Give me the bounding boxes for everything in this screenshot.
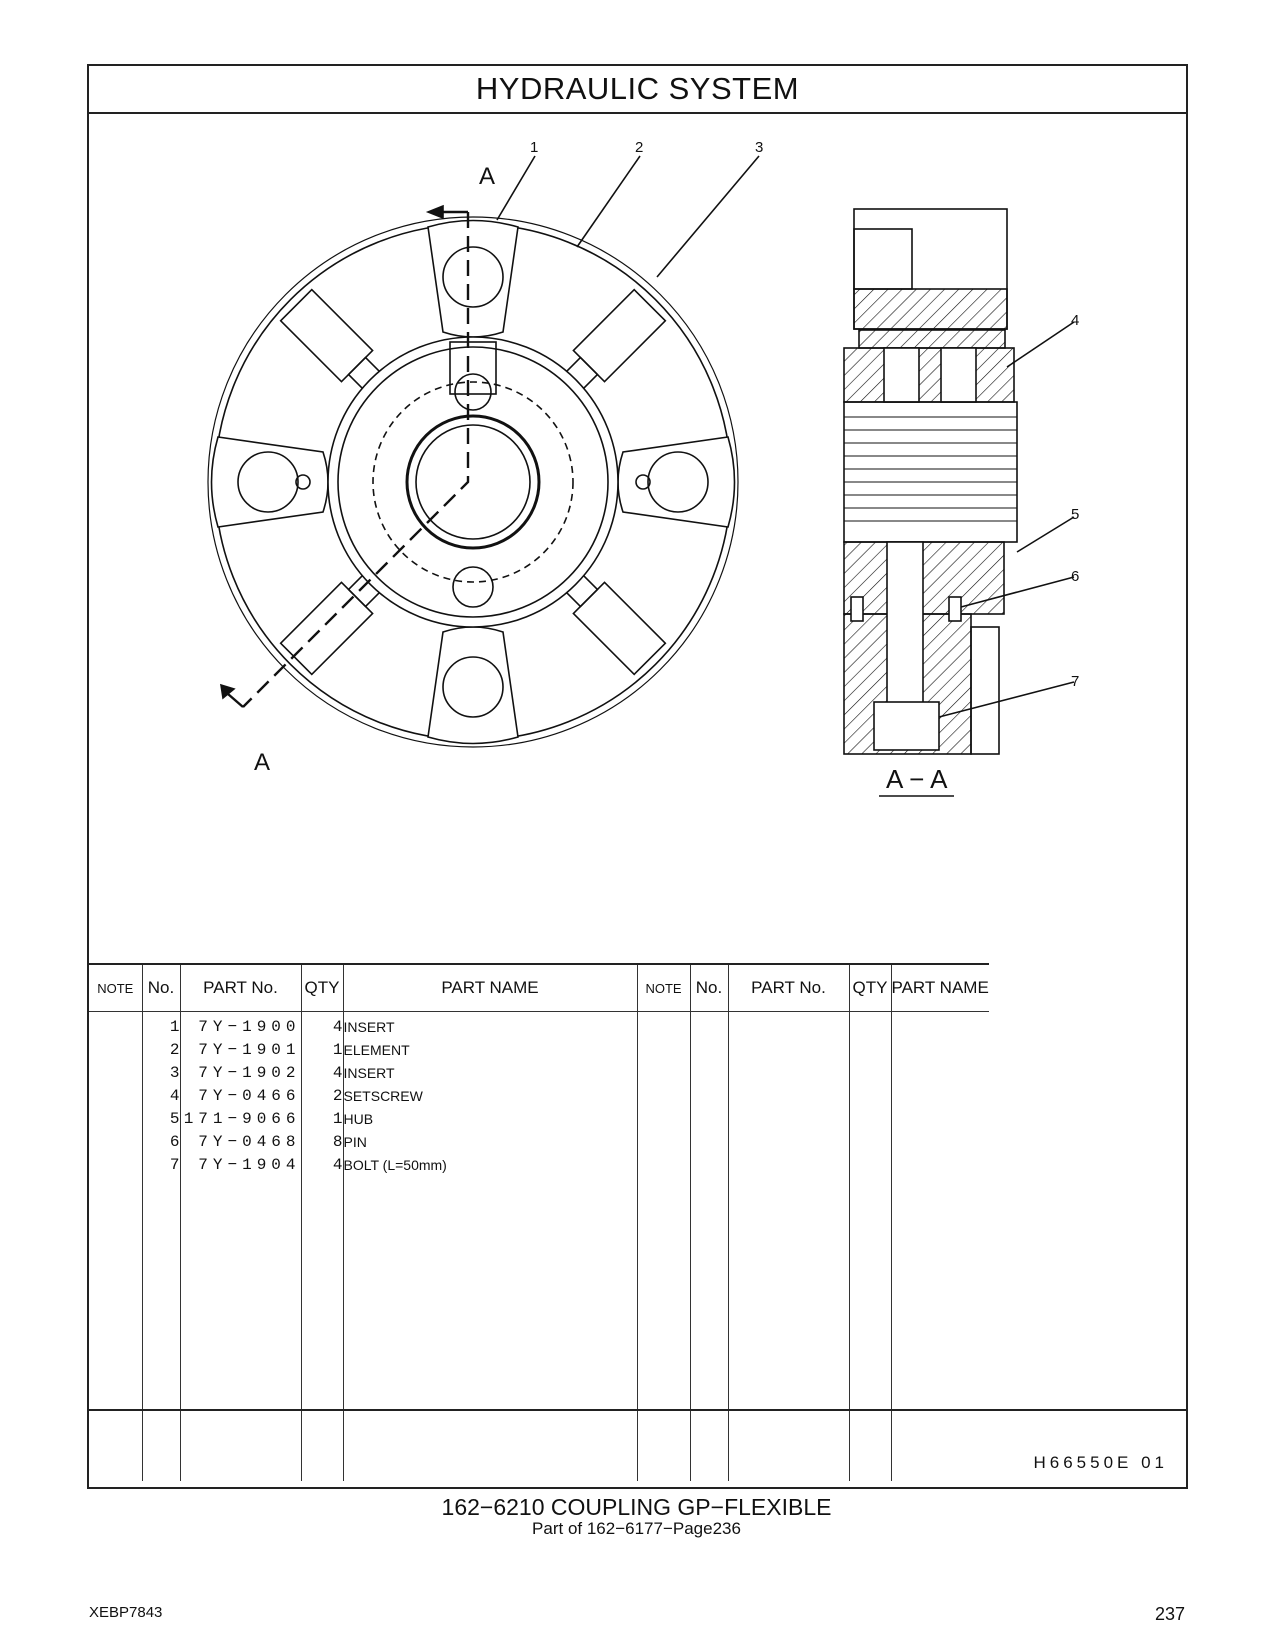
section-view <box>843 208 1018 755</box>
row-qty: 4 <box>332 1064 343 1082</box>
row-part-name: PIN <box>343 1134 367 1150</box>
row-part-name: HUB <box>343 1111 374 1127</box>
parts-table: NOTE No. PART No. QTY PART NAME NOTE No.… <box>89 963 989 1481</box>
front-view <box>207 204 739 748</box>
row-part-name: INSERT <box>343 1019 395 1035</box>
part-no-column: 7Y−1900 7Y−1901 7Y−1902 7Y−0466 171−9066… <box>179 1011 302 1481</box>
row-qty: 2 <box>332 1087 343 1105</box>
row-part-no: 7Y−1904 <box>198 1156 301 1174</box>
table-body: 1 2 3 4 5 6 7 7Y−1900 7Y−1901 7Y−1902 7Y… <box>89 1011 989 1481</box>
row-part-no: 7Y−0468 <box>198 1133 301 1151</box>
row-no: 7 <box>169 1156 180 1174</box>
col-qty: QTY <box>300 964 344 1012</box>
row-qty: 1 <box>332 1110 343 1128</box>
col-part-no-2: PART No. <box>727 964 850 1012</box>
section-marker-bottom: A <box>254 749 270 776</box>
col-qty-2: QTY <box>848 964 892 1012</box>
section-title: A − A <box>886 764 948 794</box>
callout-4: 4 <box>1071 312 1079 329</box>
assembly-caption: 162−6210 COUPLING GP−FLEXIBLE <box>441 1494 832 1520</box>
row-part-name: BOLT (L=50mm) <box>343 1157 447 1173</box>
callout-7: 7 <box>1071 673 1079 690</box>
table-header-row: NOTE No. PART No. QTY PART NAME NOTE No.… <box>89 964 989 1012</box>
section-marker-top: A <box>479 163 495 190</box>
callout-3: 3 <box>755 139 763 156</box>
callout-5: 5 <box>1071 506 1079 523</box>
document-id: XEBP7843 <box>89 1604 163 1621</box>
callout-2: 2 <box>635 139 643 156</box>
col-note-2: NOTE <box>636 964 691 1012</box>
row-part-no: 7Y−1900 <box>198 1018 301 1036</box>
section-header: HYDRAULIC SYSTEM <box>89 66 1186 114</box>
row-part-no: 7Y−1902 <box>198 1064 301 1082</box>
row-qty: 1 <box>332 1041 343 1059</box>
col-no: No. <box>141 964 181 1012</box>
row-no: 4 <box>169 1087 180 1105</box>
drawing-code: H66550E 01 <box>1033 1453 1168 1472</box>
col-note: NOTE <box>89 964 143 1012</box>
callout-1: 1 <box>530 139 538 156</box>
col-part-name-2: PART NAME <box>890 964 989 1012</box>
row-part-name: SETSCREW <box>343 1088 423 1104</box>
row-qty: 4 <box>332 1018 343 1036</box>
callout-6: 6 <box>1071 568 1079 585</box>
row-part-no: 7Y−1901 <box>198 1041 301 1059</box>
assembly-subcaption: Part of 162−6177−Page236 <box>532 1519 741 1538</box>
page-number: 237 <box>1154 1604 1185 1624</box>
row-qty: 4 <box>332 1156 343 1174</box>
part-name-column-2 <box>890 1011 989 1481</box>
row-no: 3 <box>169 1064 180 1082</box>
part-no-column-2 <box>727 1011 850 1481</box>
row-no: 6 <box>169 1133 180 1151</box>
row-no: 2 <box>169 1041 180 1059</box>
row-no: 1 <box>169 1018 180 1036</box>
page-title: HYDRAULIC SYSTEM <box>475 71 800 106</box>
col-no-2: No. <box>689 964 729 1012</box>
qty-column-2 <box>848 1011 892 1481</box>
exploded-drawing: A A <box>89 112 1186 963</box>
row-qty: 8 <box>332 1133 343 1151</box>
row-part-no: 171−9066 <box>183 1110 301 1128</box>
row-part-no: 7Y−0466 <box>198 1087 301 1105</box>
qty-column: 4 1 4 2 1 8 4 <box>300 1011 344 1481</box>
col-part-name: PART NAME <box>342 964 638 1012</box>
drawing-footer: H66550E 01 <box>89 1409 1186 1487</box>
coupling-illustration: A A <box>207 139 1079 797</box>
row-part-name: INSERT <box>343 1065 395 1081</box>
page-frame: HYDRAULIC SYSTEM <box>87 64 1188 1489</box>
part-name-column: INSERT ELEMENT INSERT SETSCREW HUB PIN B… <box>342 1011 638 1481</box>
note-column <box>89 1011 143 1481</box>
row-no: 5 <box>169 1110 180 1128</box>
col-part-no: PART No. <box>179 964 302 1012</box>
row-part-name: ELEMENT <box>343 1042 410 1058</box>
